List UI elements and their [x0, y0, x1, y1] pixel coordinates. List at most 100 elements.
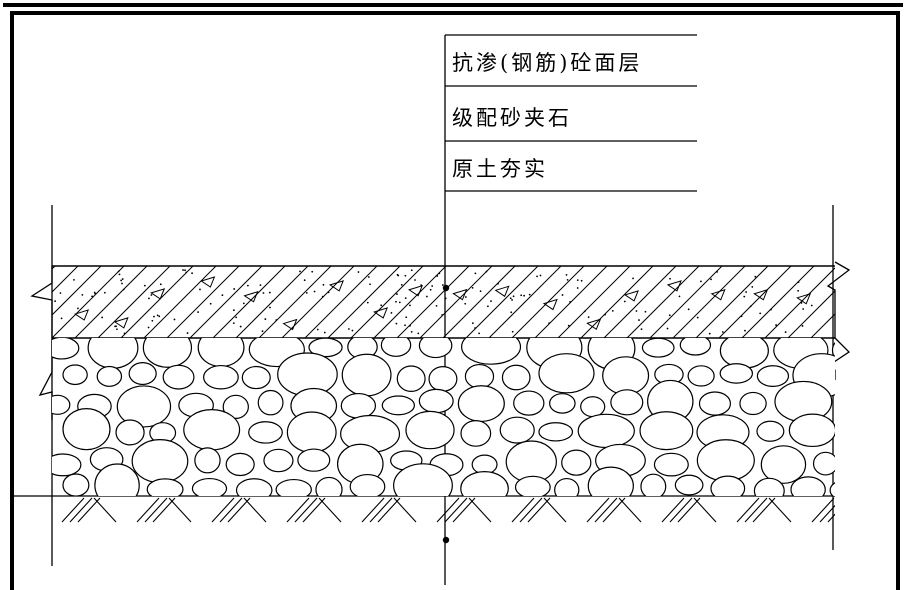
aggregate-dot	[410, 269, 413, 272]
pebble	[263, 448, 294, 473]
aggregate-dot	[327, 291, 330, 294]
aggregate-dot	[410, 330, 413, 333]
soil-hatch-line	[768, 497, 792, 523]
hatch-line	[603, 266, 677, 338]
aggregate-dot	[669, 277, 671, 280]
aggregate-dot	[644, 310, 647, 313]
pebble	[94, 463, 140, 496]
pebble	[286, 411, 337, 454]
aggregate-dot	[802, 308, 805, 310]
aggregate-dot	[801, 325, 804, 327]
aggregate-dot	[800, 302, 803, 304]
aggregate-dot	[199, 288, 201, 291]
aggregate-dot	[583, 310, 586, 313]
aggregate-dot	[700, 280, 702, 283]
aggregate-dot	[351, 329, 354, 332]
aggregate-dot	[511, 330, 514, 333]
aggregate-dot	[366, 301, 369, 304]
hatch-line	[557, 266, 631, 338]
hatch-line	[833, 336, 835, 338]
pebble	[396, 365, 426, 392]
pebble	[381, 395, 415, 416]
aggregate-dot	[321, 295, 324, 298]
aggregate-dot	[380, 304, 383, 307]
label-gravel-layer: 级配砂夹石	[452, 106, 572, 130]
pebble	[554, 477, 580, 496]
aggregate-dot	[118, 273, 121, 276]
pebble	[610, 389, 644, 416]
pebble	[428, 365, 458, 392]
hatch-line	[327, 266, 401, 338]
aggregate-dot	[120, 279, 123, 282]
pebble	[418, 338, 453, 359]
aggregate-dot	[114, 325, 116, 328]
soil-hatch-line	[69, 497, 93, 523]
pebble	[131, 439, 189, 484]
pebble	[52, 394, 71, 415]
pebble	[845, 455, 881, 475]
soil-hatch-line	[819, 504, 835, 523]
aggregate-dot	[397, 274, 400, 277]
hatch-line	[787, 290, 835, 338]
soil-hatch-line	[211, 497, 235, 523]
pebble	[587, 466, 634, 496]
aggregate-dot	[754, 275, 757, 278]
aggregate-dot	[404, 274, 407, 277]
aggregate-dot	[322, 283, 325, 286]
aggregate-dot	[93, 291, 96, 294]
aggregate-dot	[471, 322, 474, 325]
hatch-line	[810, 313, 835, 338]
pebble	[580, 396, 606, 418]
soil-hatch-line	[618, 497, 642, 523]
aggregate-dot	[242, 302, 245, 305]
aggregate-dot	[716, 270, 719, 273]
aggregate-dot	[117, 270, 120, 273]
aggregate-dot	[797, 289, 800, 292]
pebble	[719, 338, 769, 369]
soil-layer-hatch	[61, 497, 835, 523]
pebble	[349, 473, 386, 496]
pebble	[753, 477, 785, 496]
hatch-line	[764, 267, 835, 338]
aggregate-dot	[497, 282, 499, 285]
soil-hatch-line	[243, 497, 267, 523]
pebble	[87, 338, 139, 369]
aggregate-dot	[316, 328, 319, 331]
pebble	[52, 453, 82, 477]
pebble	[62, 473, 90, 496]
soil-hatch-line	[286, 497, 310, 523]
aggregate-stone	[373, 307, 389, 319]
aggregate-stone	[796, 293, 812, 305]
aggregate-dot	[438, 272, 441, 275]
aggregate-stone	[243, 291, 259, 303]
pebble	[142, 338, 193, 368]
aggregate-stone	[753, 288, 769, 301]
pebble	[641, 338, 675, 358]
aggregate-dot	[103, 291, 106, 294]
aggregate-dot	[536, 275, 538, 278]
pebble	[460, 471, 509, 496]
aggregate-dot	[490, 300, 492, 303]
hatch-line	[534, 266, 608, 338]
soil-hatch-line	[369, 497, 393, 523]
aggregate-dot	[303, 279, 306, 282]
pebble	[128, 362, 157, 386]
aggregate-dot	[348, 328, 350, 330]
pebble	[513, 390, 545, 416]
pebble	[297, 448, 331, 472]
aggregate-dot	[710, 278, 712, 281]
pebble	[710, 475, 746, 496]
aggregate-dot	[323, 331, 326, 334]
aggregate-dot	[775, 324, 777, 326]
aggregate-stone	[113, 317, 129, 329]
aggregate-dot	[299, 270, 301, 273]
pebble	[674, 474, 704, 496]
aggregate-dot	[436, 275, 439, 277]
aggregate-dot	[91, 295, 93, 298]
aggregate-dot	[156, 314, 159, 317]
pebble	[248, 421, 283, 444]
aggregate-dot	[429, 288, 432, 291]
soil-hatch-line	[168, 497, 192, 523]
aggregate-dot	[147, 326, 150, 329]
